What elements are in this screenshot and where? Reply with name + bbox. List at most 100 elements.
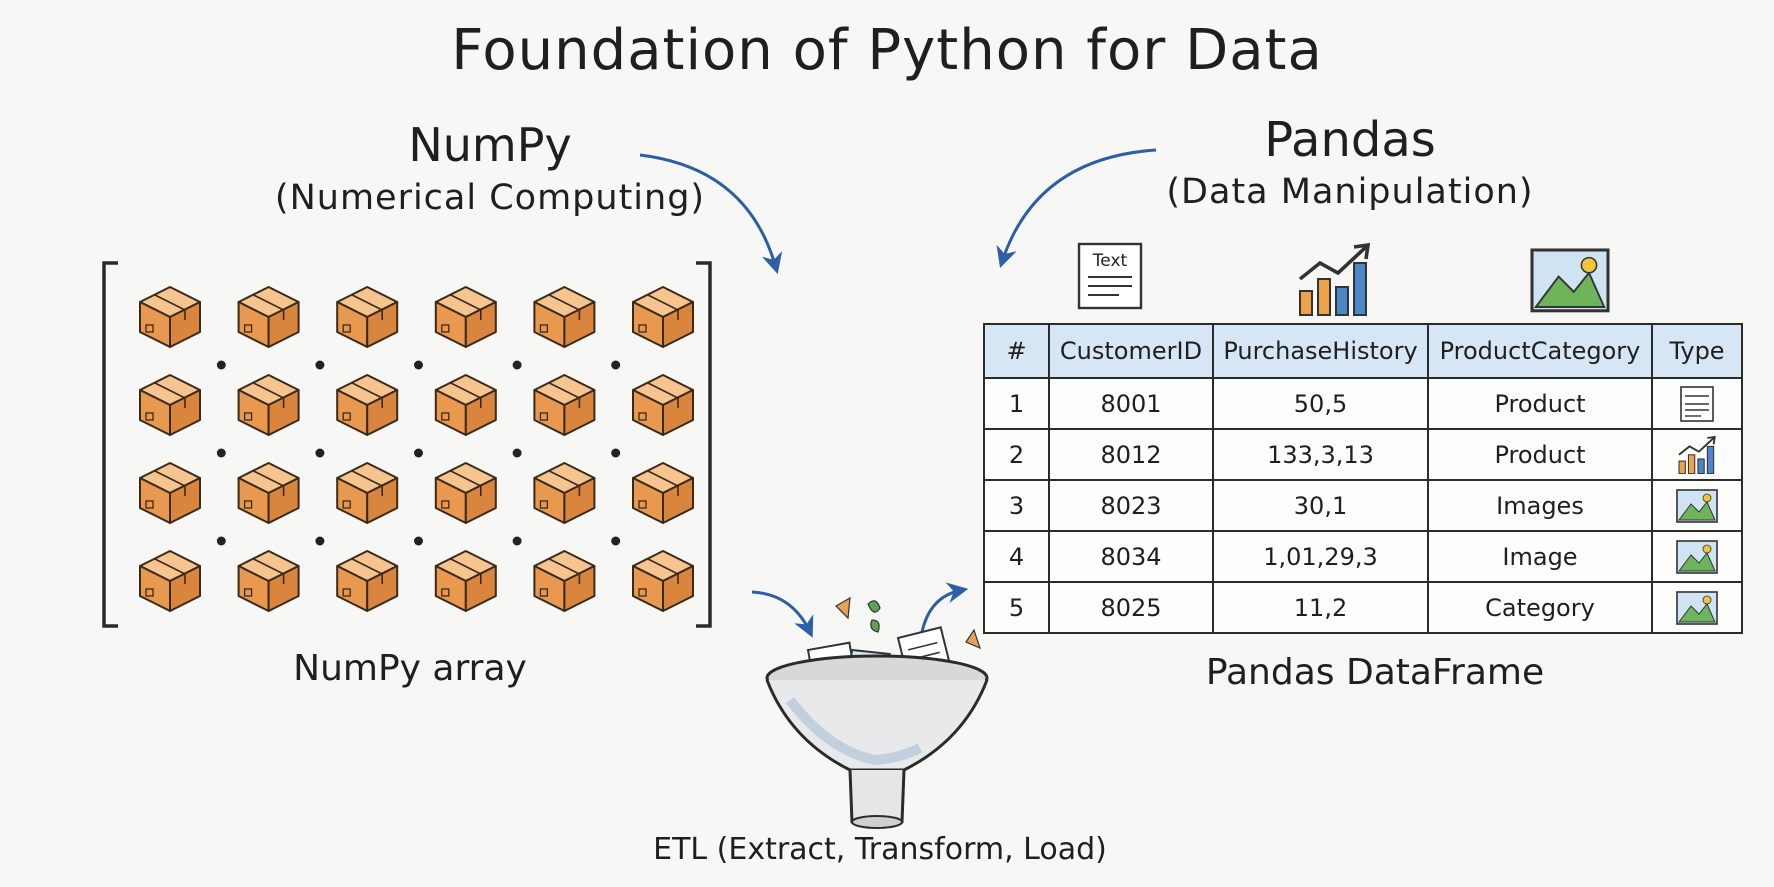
column-header-customer-id: CustomerID bbox=[1048, 323, 1214, 379]
page-title: Foundation of Python for Data bbox=[451, 18, 1323, 83]
numpy-box-icon bbox=[139, 550, 201, 612]
cell-type bbox=[1651, 530, 1743, 583]
numpy-box-icon bbox=[533, 462, 596, 524]
image-icon bbox=[1676, 488, 1718, 523]
cell-purchase-history: 50,5 bbox=[1212, 377, 1429, 430]
cell-customer-id: 8025 bbox=[1048, 581, 1214, 634]
numpy-box-icon bbox=[336, 550, 399, 612]
cell-num: 4 bbox=[983, 530, 1050, 583]
cell-customer-id: 8034 bbox=[1048, 530, 1214, 583]
numpy-box-icon bbox=[336, 374, 399, 436]
grid-dot bbox=[512, 360, 522, 370]
image-icon bbox=[1676, 539, 1718, 574]
cell-purchase-history: 30,1 bbox=[1212, 479, 1429, 532]
numpy-box-icon bbox=[237, 286, 300, 348]
cell-purchase-history: 133,3,13 bbox=[1212, 428, 1429, 481]
etl-out-arrow bbox=[920, 582, 969, 633]
numpy-box-icon bbox=[434, 286, 497, 348]
numpy-box-icon bbox=[237, 374, 300, 436]
numpy-box-icon bbox=[632, 462, 694, 524]
cell-type bbox=[1651, 428, 1743, 481]
numpy-box-icon bbox=[139, 462, 201, 524]
numpy-grid-dots bbox=[216, 360, 621, 546]
grid-dot bbox=[512, 448, 522, 458]
cell-type bbox=[1651, 581, 1743, 634]
numpy-box-icon bbox=[533, 550, 596, 612]
left-bracket bbox=[102, 261, 118, 628]
image-icon bbox=[1676, 590, 1718, 625]
numpy-box-icon bbox=[632, 374, 694, 436]
cell-num: 1 bbox=[983, 377, 1050, 430]
numpy-box-icon bbox=[237, 462, 300, 524]
pandas-arrow bbox=[996, 148, 1157, 268]
grid-dot bbox=[216, 536, 226, 546]
pandas-subtitle: (Data Manipulation) bbox=[1166, 172, 1534, 212]
text-icon bbox=[1680, 385, 1714, 422]
etl-in-arrow bbox=[751, 590, 814, 638]
column-header-type: Type bbox=[1651, 323, 1743, 379]
grid-dot bbox=[315, 448, 325, 458]
grid-dot bbox=[315, 360, 325, 370]
right-bracket bbox=[696, 261, 712, 628]
pandas-title: Pandas bbox=[1264, 112, 1436, 168]
pandas-dataframe-caption: Pandas DataFrame bbox=[1205, 652, 1545, 693]
table-header-row: # CustomerID PurchaseHistory ProductCate… bbox=[983, 323, 1743, 379]
etl-caption: ETL (Extract, Transform, Load) bbox=[653, 832, 1107, 867]
cell-product-category: Category bbox=[1427, 581, 1653, 634]
numpy-box-icon bbox=[434, 374, 497, 436]
cell-customer-id: 8001 bbox=[1048, 377, 1214, 430]
grid-dot bbox=[216, 448, 226, 458]
cell-type bbox=[1651, 377, 1743, 430]
grid-dot bbox=[216, 360, 226, 370]
column-header-purchase-history: PurchaseHistory bbox=[1212, 323, 1429, 379]
numpy-title: NumPy bbox=[408, 118, 572, 172]
cell-purchase-history: 1,01,29,3 bbox=[1212, 530, 1429, 583]
pandas-dataframe-table: # CustomerID PurchaseHistory ProductCate… bbox=[983, 323, 1743, 634]
numpy-box-icon bbox=[533, 374, 596, 436]
numpy-box-icon bbox=[434, 462, 497, 524]
numpy-box-icon bbox=[336, 462, 399, 524]
grid-dot bbox=[611, 360, 621, 370]
numpy-subtitle: (Numerical Computing) bbox=[274, 178, 706, 218]
column-header-num: # bbox=[983, 323, 1050, 379]
grid-dot bbox=[315, 536, 325, 546]
numpy-box-icon bbox=[533, 286, 596, 348]
numpy-box-icon bbox=[139, 286, 201, 348]
grid-dot bbox=[611, 536, 621, 546]
cell-customer-id: 8023 bbox=[1048, 479, 1214, 532]
grid-dot bbox=[414, 536, 423, 546]
cell-num: 3 bbox=[983, 479, 1050, 532]
numpy-box-icon bbox=[632, 286, 694, 348]
etl-funnel-icon bbox=[765, 596, 989, 829]
chart-icon bbox=[1678, 435, 1716, 474]
numpy-box-icon bbox=[139, 374, 201, 436]
column-header-product-category: ProductCategory bbox=[1427, 323, 1653, 379]
cell-product-category: Product bbox=[1427, 428, 1653, 481]
numpy-box-icon bbox=[237, 550, 300, 612]
bar-chart-icon bbox=[1298, 243, 1370, 317]
grid-dot bbox=[414, 448, 423, 458]
cell-product-category: Product bbox=[1427, 377, 1653, 430]
cell-num: 5 bbox=[983, 581, 1050, 634]
cell-customer-id: 8012 bbox=[1048, 428, 1214, 481]
landscape-image-icon bbox=[1530, 248, 1610, 313]
grid-dot bbox=[611, 448, 621, 458]
grid-dot bbox=[414, 360, 423, 370]
text-doc-icon: Text bbox=[1077, 242, 1143, 310]
cell-product-category: Image bbox=[1427, 530, 1653, 583]
grid-dot bbox=[512, 536, 522, 546]
numpy-box-icon bbox=[632, 550, 694, 612]
numpy-array-caption: NumPy array bbox=[293, 648, 527, 689]
numpy-box-icon bbox=[434, 550, 497, 612]
text-doc-icon-label: Text bbox=[1092, 251, 1128, 271]
cell-num: 2 bbox=[983, 428, 1050, 481]
cell-product-category: Images bbox=[1427, 479, 1653, 532]
numpy-box-icon bbox=[336, 286, 399, 348]
numpy-arrow bbox=[639, 153, 783, 275]
